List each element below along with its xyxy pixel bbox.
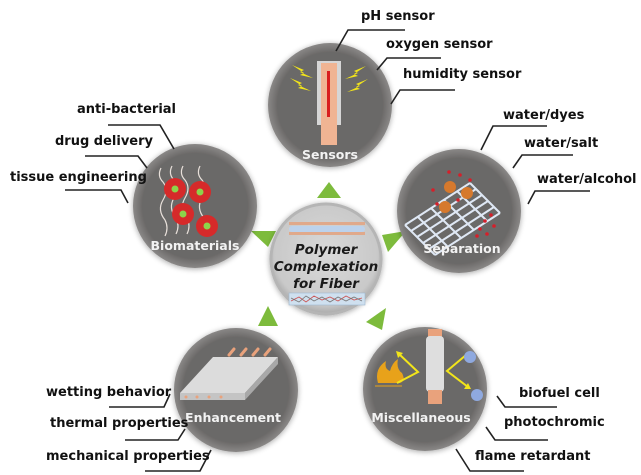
photon-dot-icon	[464, 351, 476, 363]
sensors-title: Sensors	[302, 147, 358, 162]
particles-icon	[431, 170, 496, 238]
arrow-right-icon	[382, 231, 406, 252]
flame-icon	[375, 359, 404, 387]
leader-line	[390, 89, 455, 105]
arrow-down-left-icon	[258, 306, 278, 326]
leader-line	[485, 426, 548, 441]
sensors-node: Sensors	[268, 43, 392, 167]
arrow-up-icon	[317, 182, 341, 198]
label-mechanical-properties: mechanical properties	[46, 449, 210, 464]
label-humidity-sensor: humidity sensor	[403, 67, 522, 82]
leader-line	[376, 57, 441, 71]
leader-line	[145, 449, 212, 472]
label-thermal-properties: thermal properties	[50, 416, 189, 431]
fiber-rod-icon	[426, 329, 444, 404]
leader-line	[527, 190, 590, 205]
biomaterials-node: Biomaterials	[133, 144, 257, 268]
leader-line	[496, 395, 557, 408]
miscellaneous-title: Miscellaneous	[371, 410, 470, 425]
leader-line	[480, 125, 547, 151]
leader-line	[335, 29, 405, 52]
reflect-arrows-icon	[396, 353, 469, 388]
label-flame-retardant: flame retardant	[475, 449, 590, 464]
label-water-salt: water/salt	[524, 136, 598, 151]
leader-line	[65, 189, 129, 204]
leader-line	[125, 428, 186, 441]
biomaterials-title: Biomaterials	[151, 238, 240, 253]
leader-line	[455, 448, 524, 472]
label-oxygen-sensor: oxygen sensor	[386, 37, 493, 52]
leader-line	[108, 124, 175, 150]
photon-dot-icon	[471, 389, 483, 401]
center-title-line-3: for Fiber	[293, 276, 360, 292]
arrow-left-icon	[251, 231, 276, 247]
center-fiber-top-icon	[289, 222, 365, 235]
label-biofuel-cell: biofuel cell	[519, 386, 600, 401]
label-drug-delivery: drug delivery	[55, 134, 154, 149]
label-tissue-engineering: tissue engineering	[10, 170, 147, 185]
label-photochromic: photochromic	[504, 415, 605, 430]
miscellaneous-node: Miscellaneous	[363, 327, 487, 451]
center-fiber-bottom-icon	[288, 292, 366, 306]
slab-icon	[180, 347, 278, 400]
cell-icon	[164, 178, 218, 237]
arrows	[251, 182, 406, 330]
enhancement-title: Enhancement	[185, 410, 281, 425]
label-anti-bacterial: anti-bacterial	[77, 102, 176, 117]
label-ph-sensor: pH sensor	[361, 9, 435, 24]
leader-line	[85, 155, 148, 169]
leader-line	[512, 154, 573, 169]
separation-node: Separation	[397, 149, 521, 273]
label-water-dyes: water/dyes	[503, 108, 585, 123]
arrow-down-right-icon	[366, 308, 386, 330]
leader-line	[109, 393, 171, 408]
enhancement-node: Enhancement	[174, 328, 298, 452]
label-water-alcohol: water/alcohol	[537, 172, 636, 187]
lightning-icon	[290, 65, 368, 92]
center-title-line-2: Complexation	[274, 259, 378, 275]
separation-title: Separation	[423, 241, 500, 256]
label-wetting-behavior: wetting behavior	[46, 385, 172, 400]
center-title-line-1: Polymer	[295, 242, 359, 258]
